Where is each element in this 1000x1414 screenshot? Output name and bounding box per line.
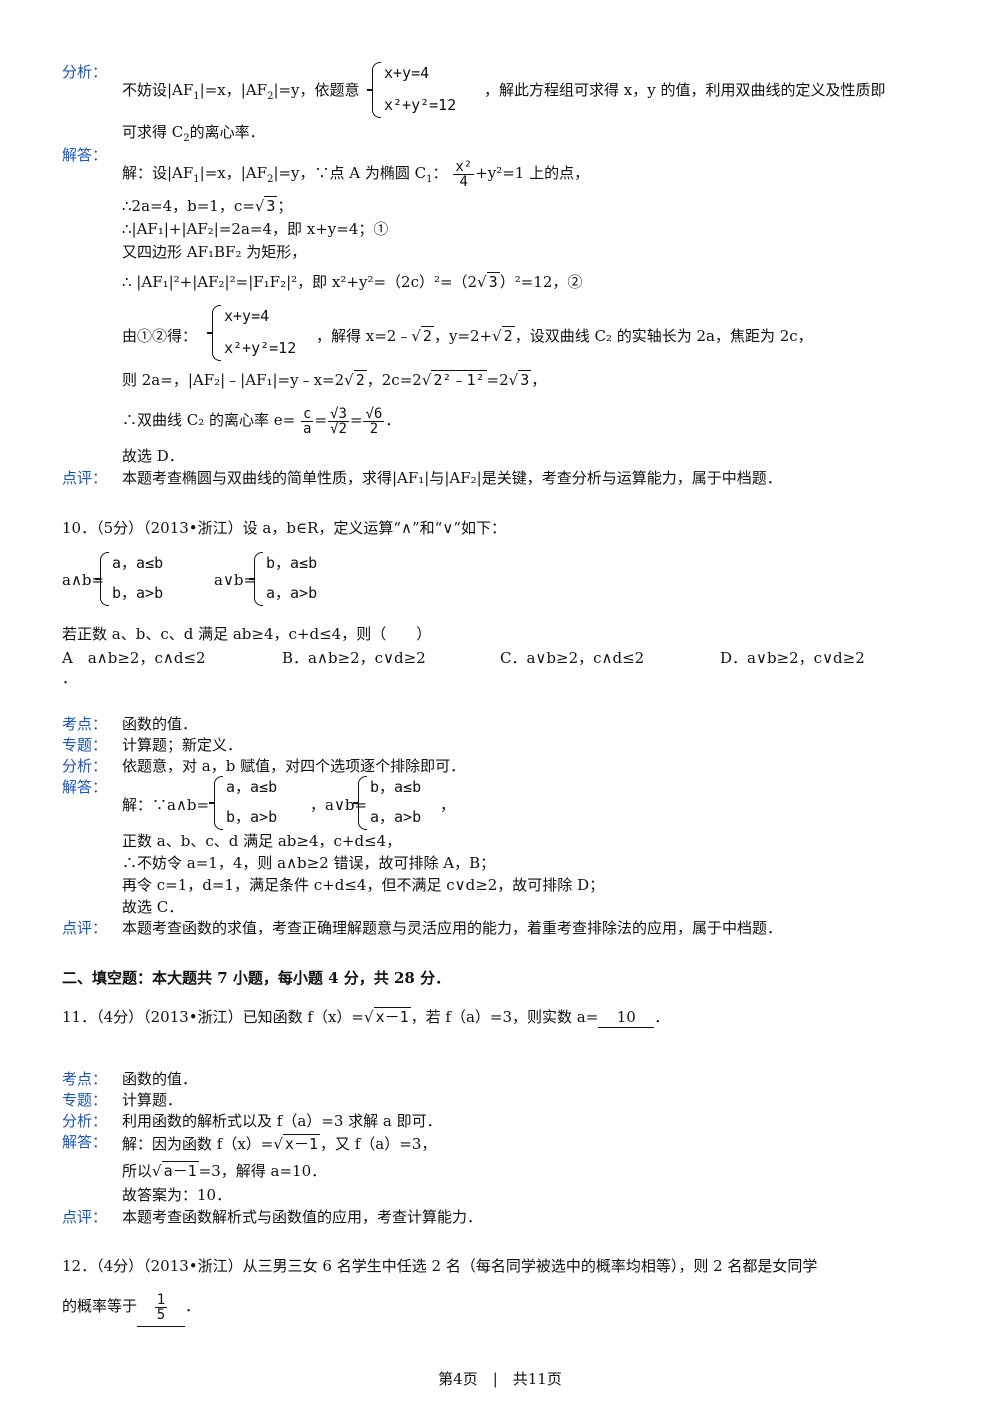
- q10-stem: 10．（5分）（2013•浙江）设 a，b∈R，定义运算“∧”和“∨”如下：: [62, 519, 506, 537]
- q10-answer-and-definition: a，a≤b b，a>b: [214, 776, 310, 830]
- q10-answer-line1a: 解：∵a∧b=: [122, 796, 210, 814]
- sqrt-symbol: √3: [254, 196, 278, 215]
- zhuanti-label: 专题：: [62, 1091, 108, 1109]
- q10-condition: 若正数 a、b、c、d 满足 ab≥4，c+d≤4，则（ ）: [62, 625, 432, 643]
- sqrt-symbol: √x－1: [364, 1007, 411, 1026]
- q9-answer-line7: 则 2a=，|AF₂|﹣|AF₁|=y﹣x=2√2，2c=2√2²﹣1²=2√3…: [122, 370, 547, 389]
- q10-option-a: A a∧b≥2，c∧d≤2: [62, 649, 206, 667]
- analysis-label: 分析：: [62, 757, 108, 775]
- q9-answer-line2: ∴2a=4，b=1，c=√3；: [122, 196, 293, 215]
- q9-answer-line5: ∴ |AF₁|²+|AF₂|²=|F₁F₂|²，即 x²+y²=（2c）²=（2…: [122, 272, 583, 291]
- q11-kaodian: 函数的值．: [122, 1070, 198, 1088]
- page-footer: 第4页 | 共11页: [438, 1370, 562, 1388]
- q10-answer-or-definition: b，a≤b a，a>b: [358, 776, 440, 830]
- q11-answer-line3: 故答案为：10．: [122, 1186, 232, 1204]
- q11-comment: 本题考查函数解析式与函数值的应用，考查计算能力．: [122, 1208, 483, 1226]
- q10-and-definition: a，a≤b b，a>b: [100, 552, 200, 606]
- sqrt-symbol: √x－1: [273, 1134, 320, 1153]
- sqrt-symbol: √3: [508, 370, 532, 389]
- comment-label: 点评：: [62, 469, 108, 487]
- q9-answer-line4: 又四边形 AF₁BF₂ 为矩形，: [122, 243, 307, 261]
- q10-or-lhs: a∨b=: [214, 571, 257, 589]
- q11-stem: 11．（4分）（2013•浙江）已知函数 f（x）=√x－1，若 f（a）=3，…: [62, 1007, 670, 1028]
- comment-label: 点评：: [62, 1208, 108, 1226]
- zhuanti-label: 专题：: [62, 736, 108, 754]
- q10-kaodian: 函数的值．: [122, 715, 198, 733]
- sqrt-symbol: √3: [477, 272, 500, 291]
- q10-zhuanti: 计算题；新定义．: [122, 736, 243, 754]
- q9-analysis-line2: 可求得 C2的离心率．: [122, 123, 265, 144]
- q10-answer-line2: 正数 a、b、c、d 满足 ab≥4，c+d≤4，: [122, 832, 402, 850]
- section-heading: 二、填空题：本大题共 7 小题，每小题 4 分，共 28 分．: [62, 969, 451, 987]
- q10-option-b: B．a∧b≥2，c∨d≥2: [282, 649, 426, 667]
- q11-analysis: 利用函数的解析式以及 f（a）=3 求解 a 即可．: [122, 1112, 442, 1130]
- analysis-label: 分析：: [62, 1112, 108, 1130]
- q10-or-definition: b，a≤b a，a>b: [254, 552, 354, 606]
- q11-answer-line1: 解：因为函数 f（x）=√x－1，又 f（a）=3，: [122, 1134, 437, 1153]
- q10-answer-line4: 再令 c=1，d=1，满足条件 c+d≤4，但不满足 c∨d≥2，故可排除 D；: [122, 876, 605, 894]
- analysis-label: 分析：: [62, 63, 108, 81]
- q10-option-d: D．a∨b≥2，c∨d≥2: [720, 649, 865, 667]
- q9-analysis-line1: 不妨设|AF1|=x，|AF2|=y，依题意: [122, 81, 360, 102]
- q10-answer-line1b: ，a∨b=: [310, 796, 368, 814]
- q9-answer-line9: 故选 D．: [122, 447, 184, 465]
- comment-label: 点评：: [62, 919, 108, 937]
- q10-analysis: 依题意，对 a，b 赋值，对四个选项逐个排除即可．: [122, 757, 466, 775]
- kaodian-label: 考点：: [62, 1070, 108, 1088]
- q12-stem: 12．（4分）（2013•浙江）从三男三女 6 名学生中任选 2 名（每名同学被…: [62, 1257, 818, 1275]
- q9-equation-system-2: x+y=4 x²+y²=12: [212, 305, 316, 361]
- q11-answer-line2: 所以√a－1=3，解得 a=10．: [122, 1161, 327, 1180]
- answer-blank: 10: [598, 1007, 655, 1028]
- q9-answer-line6a: 由①②得：: [122, 327, 198, 345]
- q9-answer-line3: ∴|AF₁|+|AF₂|=2a=4，即 x+y=4；①: [122, 220, 389, 238]
- sqrt-symbol: √2: [492, 326, 515, 345]
- q9-equation-system-1: x+y=4 x²+y²=12: [372, 62, 482, 118]
- sqrt-symbol: √2: [344, 370, 367, 389]
- q10-answer-line3: ∴不妨令 a=1，4，则 a∧b≥2 错误，故可排除 A，B；: [122, 854, 496, 872]
- q10-answer-line5: 故选 C．: [122, 898, 184, 916]
- q10-answer-line1c: ，: [440, 796, 456, 814]
- q10-option-c: C．a∨b≥2，c∧d≤2: [500, 649, 645, 667]
- fraction: √3√2: [328, 405, 349, 437]
- answer-label: 解答：: [62, 146, 108, 164]
- q10-and-lhs: a∧b=: [62, 571, 105, 589]
- q9-answer-line6b: ，解得 x=2﹣√2，y=2+√2，设双曲线 C₂ 的实轴长为 2a，焦距为 2…: [316, 326, 813, 345]
- q10-option-a-dot: ．: [62, 669, 78, 687]
- sqrt-symbol: √2: [411, 326, 434, 345]
- answer-label: 解答：: [62, 1133, 108, 1151]
- sqrt-symbol: √2²﹣1²: [421, 370, 487, 389]
- kaodian-label: 考点：: [62, 715, 108, 733]
- sqrt-symbol: √a－1: [152, 1161, 199, 1180]
- answer-label: 解答：: [62, 778, 108, 796]
- q9-analysis-line1b: ，解此方程组可求得 x，y 的值，利用双曲线的定义及性质即: [484, 81, 886, 99]
- q11-zhuanti: 计算题．: [122, 1091, 183, 1109]
- q10-comment: 本题考查函数的求值，考查正确理解题意与灵活应用的能力，着重考查排除法的应用，属于…: [122, 919, 783, 937]
- q9-comment: 本题考查椭圆与双曲线的简单性质，求得|AF₁|与|AF₂|是关键，考查分析与运算…: [122, 469, 782, 487]
